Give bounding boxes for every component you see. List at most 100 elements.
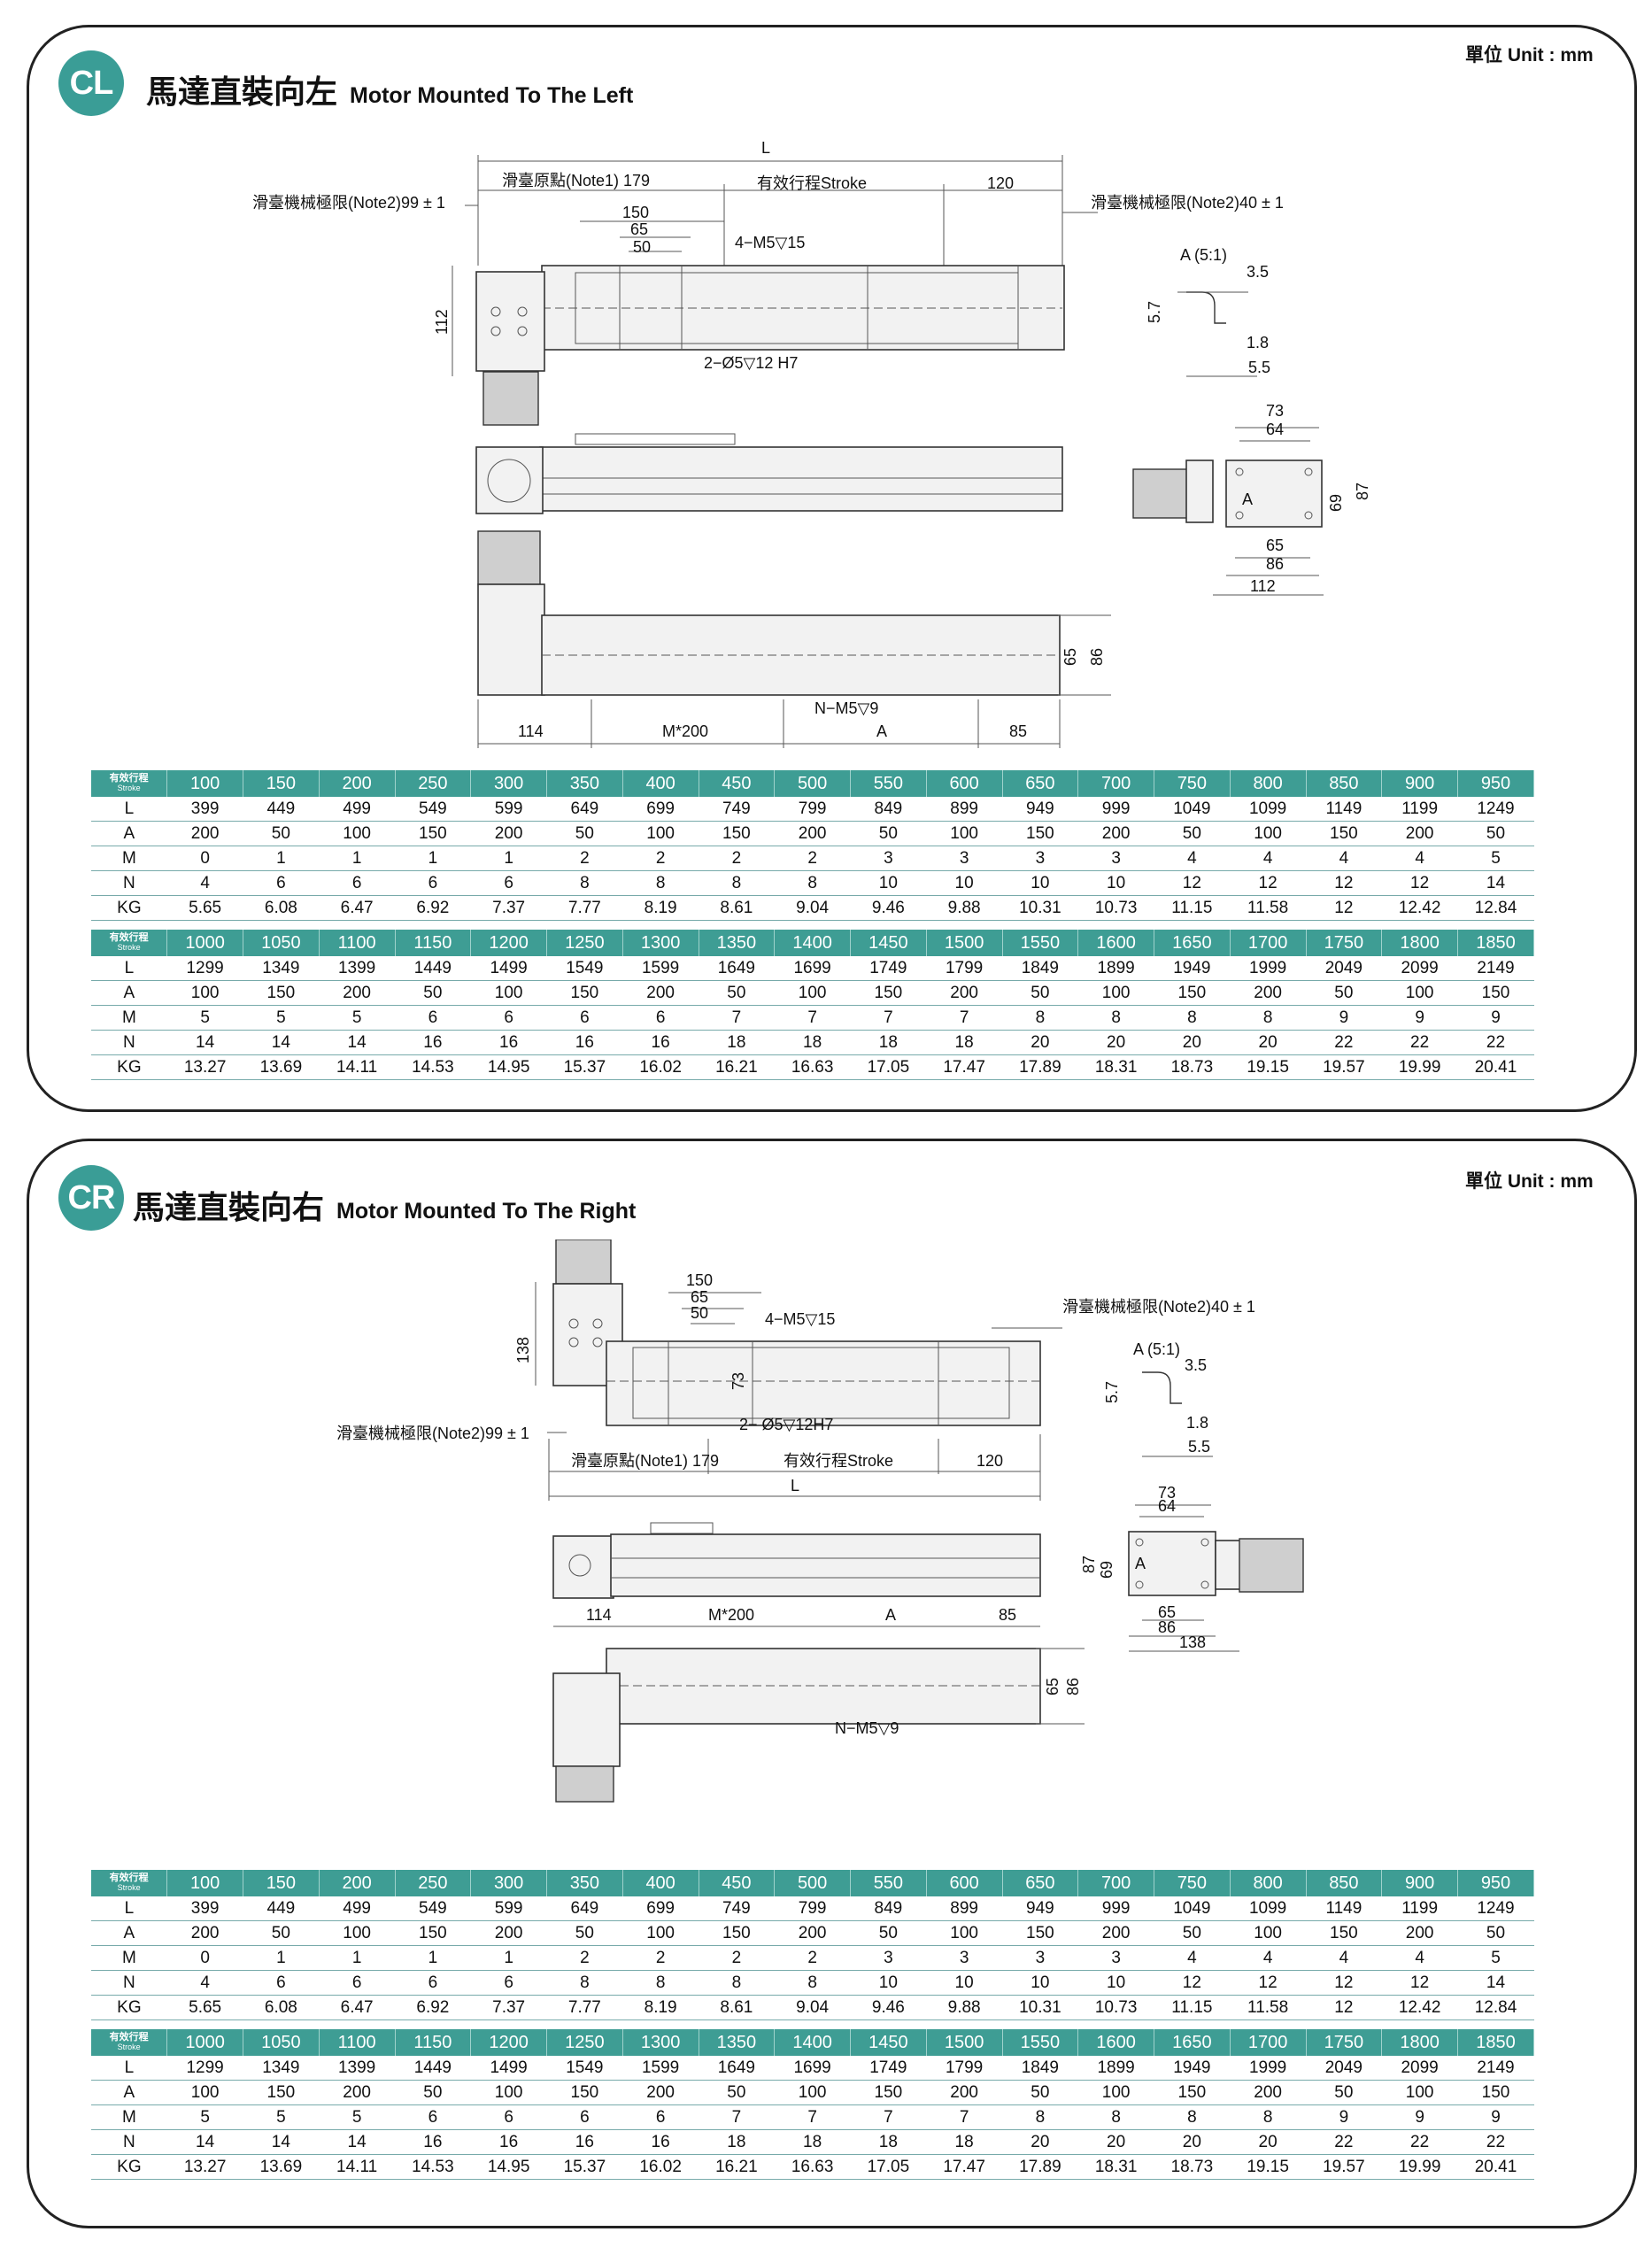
detail-label-cl: A (5:1) xyxy=(1180,246,1227,264)
end-69-cr: 69 xyxy=(1098,1561,1115,1579)
table-cell: 11.15 xyxy=(1171,1997,1213,2017)
table-cell: 16.21 xyxy=(715,1057,758,1077)
table-cell: 6.92 xyxy=(416,898,450,917)
table-cell: 799 xyxy=(798,799,827,818)
table-cell: 549 xyxy=(419,1898,447,1918)
table-cell: 12 xyxy=(1182,1973,1201,1992)
table-cell: 22 xyxy=(1334,2132,1354,2151)
detail-5-5-cr: 5.5 xyxy=(1188,1438,1210,1456)
stroke-header-en: Stroke xyxy=(117,1883,141,1892)
table-cell: 12 xyxy=(1334,1997,1354,2017)
table-cell: 100 xyxy=(646,823,675,843)
table-cell: 1949 xyxy=(1173,2058,1211,2077)
table-cell: 16 xyxy=(651,2132,670,2151)
table-cell: 1899 xyxy=(1097,958,1135,977)
table-cell: 150 xyxy=(1026,823,1054,843)
table-cell: 50 xyxy=(1334,2082,1354,2102)
table-cell: 13.69 xyxy=(259,2157,303,2176)
stroke-value-header: 1400 xyxy=(774,930,851,956)
stroke-value-header: 1100 xyxy=(319,2029,396,2056)
table-cell: 50 xyxy=(1031,983,1050,1002)
table-cell: 200 xyxy=(1405,1923,1434,1942)
table-cell: 150 xyxy=(1330,823,1358,843)
table-cell: 18.31 xyxy=(1094,2157,1138,2176)
table-cell: 13.27 xyxy=(183,1057,227,1077)
table-cell: 12 xyxy=(1334,1973,1354,1992)
row-label: M xyxy=(121,848,136,868)
table-cell: 100 xyxy=(343,1923,371,1942)
dim-150-cl: 150 xyxy=(622,204,649,221)
table-cell: 7 xyxy=(731,1008,742,1027)
table-cell: 1649 xyxy=(717,2058,756,2077)
end-86-cr: 86 xyxy=(1158,1618,1176,1636)
table-cell: 14 xyxy=(1486,1973,1506,1992)
table-cell: 13.69 xyxy=(259,1057,303,1077)
table-cell: 200 xyxy=(950,2082,978,2102)
row-label: L xyxy=(124,2058,135,2077)
table-cell: 7.37 xyxy=(492,898,526,917)
table-cell: 22 xyxy=(1334,1032,1354,1052)
table-cell: 1849 xyxy=(1021,2058,1060,2077)
stroke-value-header: 1150 xyxy=(395,2029,472,2056)
table-cell: 150 xyxy=(874,2082,903,2102)
table-cell: 100 xyxy=(190,2082,220,2102)
table-cell: 50 xyxy=(271,1923,290,1942)
table-cell: 1 xyxy=(504,848,513,868)
table-cell: 12 xyxy=(1410,1973,1430,1992)
stroke-value-header: 150 xyxy=(243,1870,320,1896)
dim-bA-cl: A xyxy=(876,722,887,740)
dim-112-cl: 112 xyxy=(433,309,451,335)
stroke-value-header: 600 xyxy=(926,1870,1003,1896)
table-cell: 17.05 xyxy=(867,1057,910,1077)
table-cell: 3 xyxy=(959,1948,969,1967)
table-cell: 1149 xyxy=(1325,1898,1363,1918)
detail-1-8-cl: 1.8 xyxy=(1247,334,1269,351)
section-title-cr: 馬達直裝向右 Motor Mounted To The Right xyxy=(133,1182,636,1228)
table-cell: 5 xyxy=(276,2107,286,2127)
table-cell: 1799 xyxy=(945,958,984,977)
table-cell: 1999 xyxy=(1248,958,1287,977)
table-cell: 1949 xyxy=(1173,958,1211,977)
stroke-value-header: 300 xyxy=(470,770,547,797)
table-cell: 150 xyxy=(419,1923,447,1942)
dim-b114-cl: 114 xyxy=(518,722,544,740)
table-cell: 9.46 xyxy=(871,1997,905,2017)
table-cell: 6 xyxy=(428,1973,438,1992)
table-cell: 8 xyxy=(807,873,817,892)
table-cell: 6 xyxy=(655,2107,666,2127)
table-cell: 5 xyxy=(351,2107,362,2127)
table-cell: 150 xyxy=(266,983,296,1002)
table-cell: 18 xyxy=(878,1032,898,1052)
table-cell: 14 xyxy=(271,1032,290,1052)
stroke-value-header: 400 xyxy=(622,1870,699,1896)
stroke-value-header: 550 xyxy=(850,1870,927,1896)
table-cell: 19.15 xyxy=(1247,2157,1289,2176)
table-cell: 5 xyxy=(1491,848,1501,868)
end-view-cr xyxy=(1128,1504,1304,1652)
detail-a-cr xyxy=(1142,1371,1213,1457)
table-cell: 899 xyxy=(950,799,978,818)
stroke-header-en: Stroke xyxy=(117,943,141,952)
dim-stroke-cl: 有效行程Stroke xyxy=(757,174,867,192)
table-cell: 7.77 xyxy=(567,1997,601,2017)
table-cell: 4 xyxy=(1339,848,1349,868)
detail-5-5-cl: 5.5 xyxy=(1248,359,1270,376)
table-cell: 8 xyxy=(655,873,666,892)
table-cell: 100 xyxy=(1101,983,1131,1002)
table-cell: 399 xyxy=(190,1898,220,1918)
table-cell: 6 xyxy=(351,873,362,892)
table-cell: 16 xyxy=(499,1032,519,1052)
stroke-value-header: 1100 xyxy=(319,930,396,956)
table-cell: 18.31 xyxy=(1094,1057,1138,1077)
table-cell: 20 xyxy=(1258,2132,1278,2151)
table-cell: 9 xyxy=(1415,2107,1424,2127)
stroke-value-header: 1850 xyxy=(1457,930,1534,956)
stroke-value-header: 200 xyxy=(319,770,396,797)
actuator-bottom-view-cl xyxy=(477,530,1111,748)
table-cell: 200 xyxy=(343,2082,371,2102)
table-cell: 150 xyxy=(1481,983,1510,1002)
stroke-header-zh: 有效行程 xyxy=(109,2032,149,2043)
